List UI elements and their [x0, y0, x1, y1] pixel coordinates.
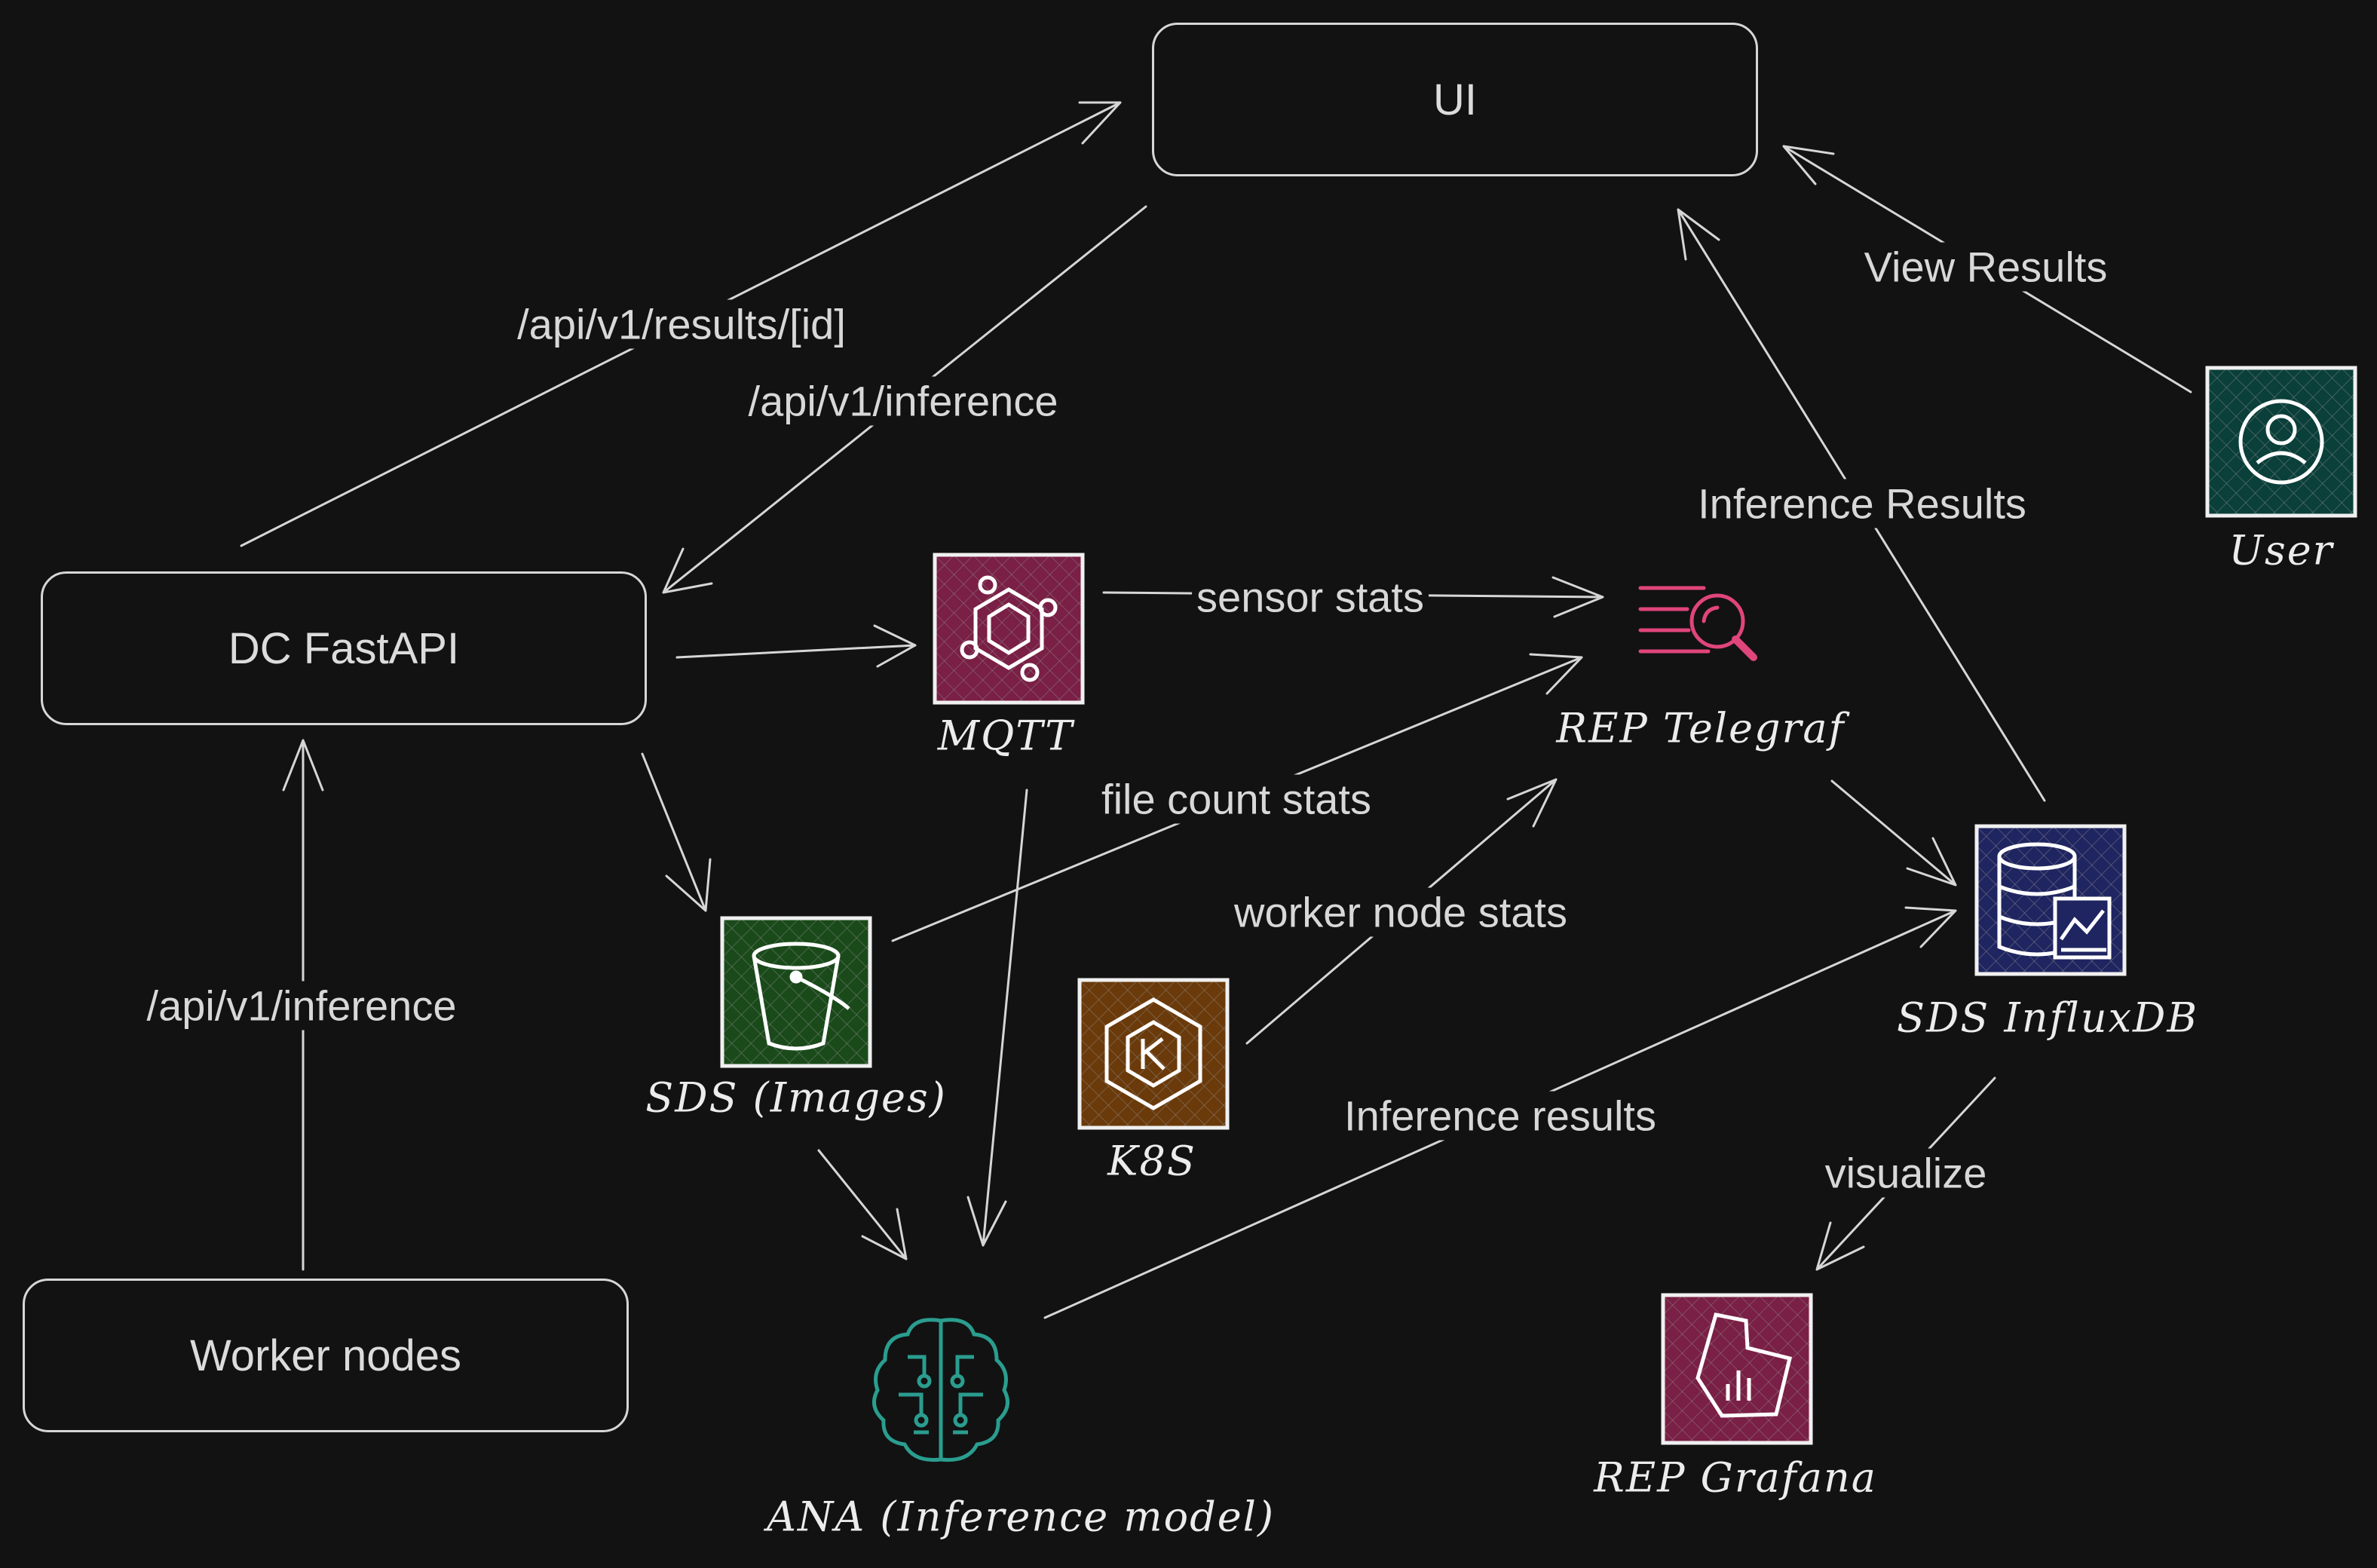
user-caption: User	[2228, 526, 2334, 574]
k8s-caption: K8S	[1107, 1137, 1196, 1185]
ana-caption: ANA (Inference model)	[766, 1493, 1276, 1541]
edge-label-view-results: View Results	[1859, 242, 2112, 292]
edge-telegraf-influx	[1830, 779, 1957, 887]
dc-fastapi-label: DC FastAPI	[228, 623, 460, 673]
timeseries-db-icon	[1974, 824, 2127, 976]
edge-label-visualize: visualize	[1820, 1148, 1992, 1198]
mqtt-caption: MQTT	[937, 712, 1074, 760]
brain-circuit-icon	[872, 1318, 1009, 1462]
dc-fastapi-node: DC FastAPI	[41, 571, 647, 725]
edge-label-results-id: /api/v1/results/[id]	[513, 299, 850, 349]
edge-fastapi-sds	[641, 752, 712, 912]
ui-label: UI	[1433, 75, 1477, 124]
telegraf-caption: REP Telegraf	[1556, 704, 1846, 752]
worker-nodes-node: Worker nodes	[23, 1279, 629, 1432]
edge-sds-ana	[817, 1149, 908, 1260]
edge-label-file-count-stats: file count stats	[1097, 774, 1376, 824]
eks-icon	[1077, 978, 1230, 1130]
grafana-caption: REP Grafana	[1594, 1453, 1877, 1502]
telegraf-search-icon	[1638, 586, 1757, 661]
sds-images-caption: SDS (Images)	[645, 1073, 947, 1122]
s3-bucket-icon	[720, 916, 872, 1068]
iot-core-icon	[933, 553, 1085, 705]
influxdb-caption: SDS InfluxDB	[1896, 994, 2199, 1042]
grafana-chart-icon	[1661, 1293, 1813, 1445]
user-icon	[2205, 366, 2357, 518]
worker-nodes-label: Worker nodes	[190, 1331, 461, 1380]
edge-label-sensor-stats: sensor stats	[1192, 572, 1429, 622]
edge-label-inference-ui: /api/v1/inference	[743, 376, 1063, 426]
edge-label-inference-results-lower: Inference results	[1340, 1091, 1661, 1141]
edge-mqtt-ana	[966, 789, 1028, 1247]
edge-label-inference-results-upper: Inference Results	[1693, 479, 2031, 528]
edge-label-worker-node-stats: worker node stats	[1230, 887, 1572, 937]
edge-fastapi-mqtt	[675, 624, 917, 668]
edge-label-inference-worker: /api/v1/inference	[142, 981, 461, 1031]
ui-node: UI	[1152, 23, 1758, 176]
